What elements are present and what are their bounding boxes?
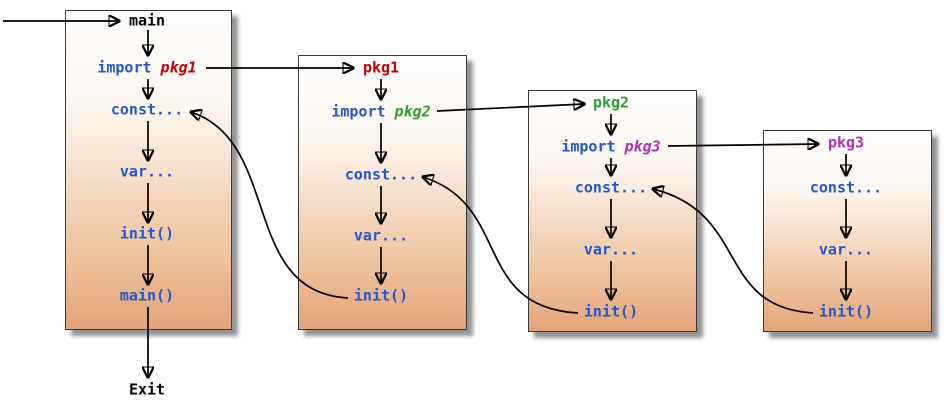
import-keyword: import bbox=[331, 102, 386, 121]
main-box-init: init() bbox=[119, 224, 175, 243]
pkg2-box-const: const... bbox=[574, 178, 648, 197]
pkg2-box-title: pkg2 bbox=[592, 93, 630, 112]
pkg3-box-title: pkg3 bbox=[827, 133, 865, 152]
main-box-const: const... bbox=[110, 100, 184, 119]
pkg3-box-const: const... bbox=[809, 178, 883, 197]
pkg1-box-import-statement: import pkg2 bbox=[331, 102, 431, 121]
pkg2-box-import-statement: import pkg3 bbox=[561, 137, 661, 156]
import-keyword: import bbox=[561, 137, 616, 156]
pkg3-box-var: var... bbox=[818, 240, 874, 259]
pkg2-box-var: var... bbox=[583, 240, 639, 259]
main-box-var: var... bbox=[119, 162, 175, 181]
main-box-title: main bbox=[128, 11, 166, 30]
import-target-pkg3: pkg3 bbox=[624, 137, 661, 156]
pkg1-box-init: init() bbox=[353, 286, 409, 305]
import-target-pkg1: pkg1 bbox=[160, 58, 197, 77]
import-keyword: import bbox=[97, 58, 152, 77]
main-box-import-statement: import pkg1 bbox=[97, 58, 197, 77]
main-box-main-call: main() bbox=[119, 286, 175, 305]
pkg2-box-init: init() bbox=[583, 302, 639, 321]
import-target-pkg2: pkg2 bbox=[394, 102, 431, 121]
pkg1-box-title: pkg1 bbox=[362, 58, 400, 77]
pkg1-box-const: const... bbox=[344, 165, 418, 184]
exit-label: Exit bbox=[128, 380, 166, 399]
pkg1-box-var: var... bbox=[353, 226, 409, 245]
pkg3-box-init: init() bbox=[818, 302, 874, 321]
